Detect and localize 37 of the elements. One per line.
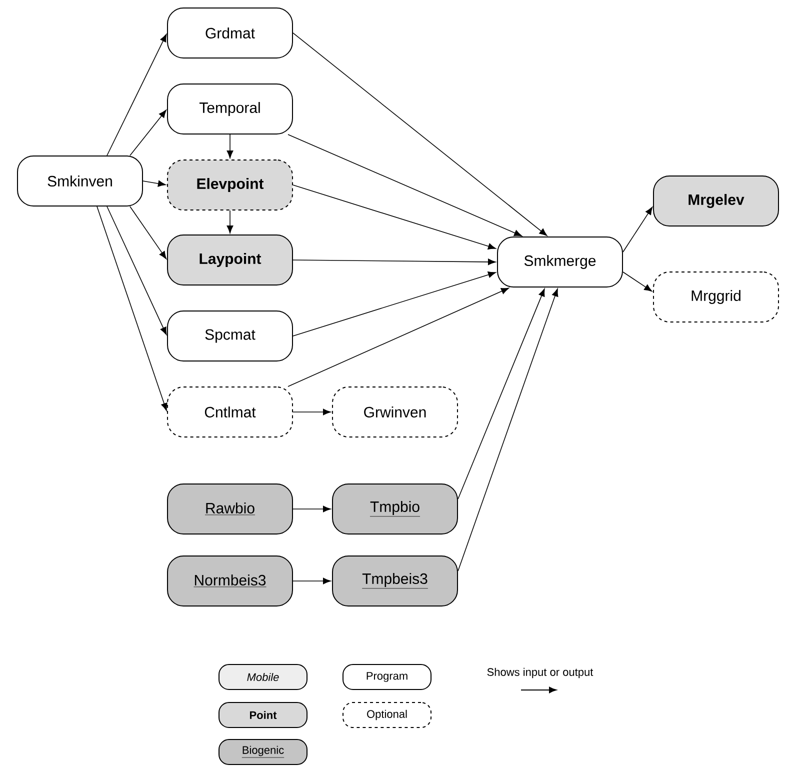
program-box: Smkmerge	[497, 236, 623, 288]
point-box: Laypoint	[167, 234, 293, 286]
arrow	[292, 506, 331, 512]
arrow	[292, 578, 331, 584]
biogenic-box: Tmpbio	[332, 484, 458, 534]
optional-box: Grwinven	[332, 386, 458, 438]
program-box: Smkinven	[17, 156, 143, 206]
biogenic-box: Tmpbeis3	[332, 556, 458, 606]
arrow	[106, 206, 167, 335]
arrow	[292, 272, 496, 336]
arrow	[142, 180, 166, 187]
point-box: Elevpoint	[167, 160, 293, 210]
arrow	[458, 288, 558, 572]
biogenic-box: Normbeis3	[167, 556, 293, 606]
arrow	[458, 288, 545, 500]
arrow	[292, 258, 496, 266]
arrow	[622, 206, 653, 252]
program-box: Grdmat	[167, 8, 293, 58]
arrow	[622, 272, 652, 292]
arrow	[106, 34, 167, 156]
arrow	[226, 210, 234, 234]
biogenic-box: Rawbio	[167, 484, 293, 534]
legend-label: Shows input or output	[487, 668, 594, 678]
optional-box: Cntlmat	[167, 386, 293, 438]
arrow	[292, 32, 548, 236]
arrow	[130, 206, 166, 260]
optional-box: Mrggrid	[653, 272, 779, 322]
program-box: Temporal	[167, 84, 293, 134]
arrow	[288, 288, 509, 387]
point-box: Mrgelev	[653, 176, 779, 226]
arrow	[292, 408, 331, 416]
arrow	[130, 110, 166, 156]
arrow	[288, 134, 522, 236]
arrow	[96, 206, 168, 411]
arrow	[292, 184, 496, 250]
program-box: Spcmat	[167, 310, 293, 362]
arrow	[226, 134, 234, 158]
